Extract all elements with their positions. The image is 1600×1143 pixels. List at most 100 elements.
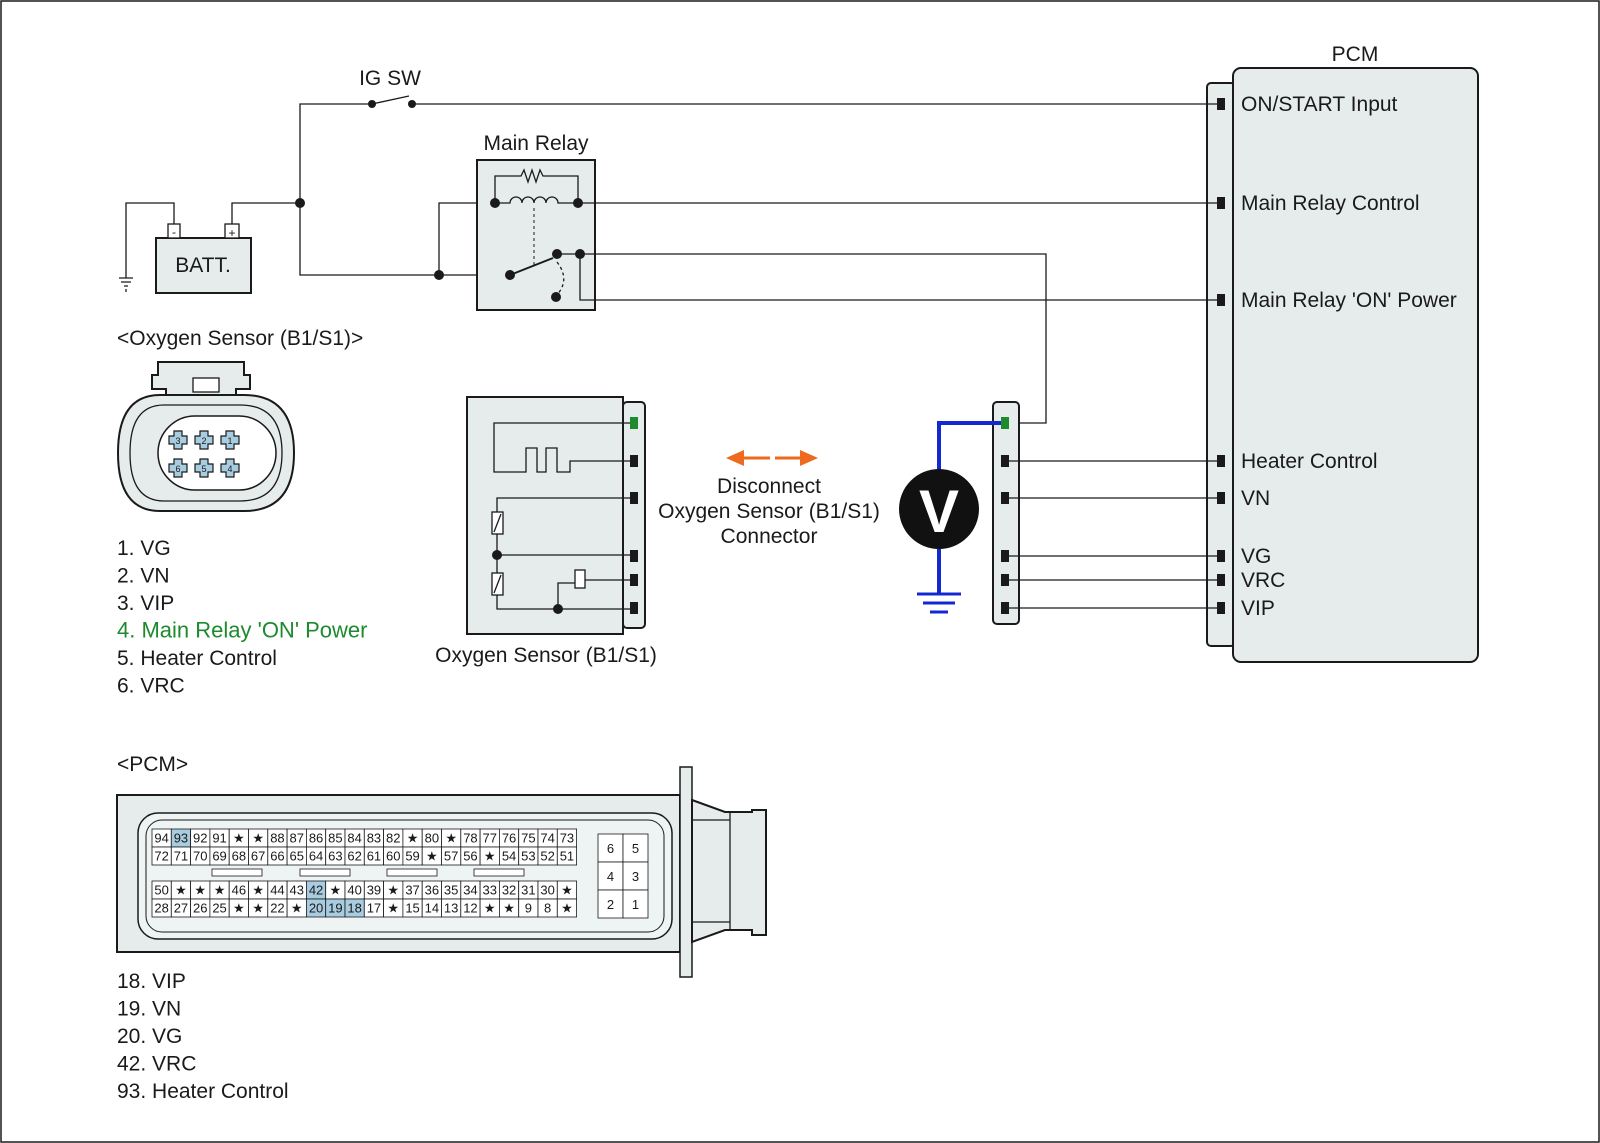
wire-sensor-power bbox=[580, 253, 1047, 424]
pcm-pin-number: 25 bbox=[212, 901, 226, 916]
pcm-key-slot bbox=[211, 868, 263, 877]
oxygen-pin-legend-item: 3. VIP bbox=[117, 592, 174, 615]
pcm-pin-number: ★ bbox=[252, 901, 264, 916]
oxygen-sensor-pin bbox=[630, 574, 638, 586]
pcm-pin-number: 33 bbox=[483, 883, 497, 898]
oxygen-pin-legend-item: 5. Heater Control bbox=[117, 647, 277, 670]
arrow-left-head bbox=[726, 450, 744, 466]
arrow-right-head bbox=[800, 450, 818, 466]
voltmeter-symbol: V bbox=[919, 478, 959, 545]
pcm-pin-number: 88 bbox=[270, 831, 284, 846]
pcm-pin-number: 12 bbox=[463, 901, 477, 916]
pcm-pin-legend-item: 18. VIP bbox=[117, 970, 186, 993]
disconnect-line-1: Disconnect bbox=[717, 475, 821, 498]
pcm-pin-number: 53 bbox=[521, 849, 535, 864]
pcm-pin-number: 64 bbox=[309, 849, 323, 864]
pcm-pin-number: 67 bbox=[251, 849, 265, 864]
oxygen-pin-legend-item: 1. VG bbox=[117, 537, 171, 560]
pcm-pin-number: 66 bbox=[270, 849, 284, 864]
pcm-pin-number: 78 bbox=[463, 831, 477, 846]
pcm-pin-cell bbox=[556, 846, 577, 866]
harness-pin bbox=[1001, 550, 1009, 562]
pcm-pin-number: 22 bbox=[270, 901, 284, 916]
battery-label: BATT. bbox=[175, 254, 231, 277]
oxygen-pin-legend-item: 4. Main Relay 'ON' Power bbox=[117, 618, 368, 643]
connector-pin bbox=[168, 430, 188, 450]
pcm-pin-number: 56 bbox=[463, 849, 477, 864]
pcm-pin-legend-item: 42. VRC bbox=[117, 1053, 196, 1076]
pcm-pin-number: 91 bbox=[212, 831, 226, 846]
oxygen-sensor-pin bbox=[630, 417, 638, 429]
pcm-pin-number: ★ bbox=[330, 883, 342, 898]
pcm-pin-number: 86 bbox=[309, 831, 323, 846]
connector-pin bbox=[220, 458, 240, 478]
pcm-pin-number: 63 bbox=[328, 849, 342, 864]
voltmeter-positive-lead bbox=[937, 421, 1001, 470]
pcm-pin-number: ★ bbox=[503, 901, 515, 916]
battery-negative-sign: - bbox=[172, 225, 176, 239]
connector-pin bbox=[220, 430, 240, 450]
pcm-connector-lock-detail bbox=[692, 812, 731, 930]
connector-pin-number: 6 bbox=[175, 464, 180, 474]
oxygen-pin-legend-item: 6. VRC bbox=[117, 675, 185, 698]
pcm-power-pin-cell bbox=[622, 861, 649, 891]
pcm-pin-number: 34 bbox=[463, 883, 477, 898]
harness-pin bbox=[1001, 455, 1009, 467]
pcm-power-pin-number: 6 bbox=[607, 841, 614, 856]
pcm-pin-number: 68 bbox=[232, 849, 246, 864]
pcm-pin-label: Main Relay 'ON' Power bbox=[1241, 289, 1457, 312]
connector-pin-cavity bbox=[157, 415, 277, 491]
pcm-pin-number: 9 bbox=[525, 901, 532, 916]
pcm-power-pin-number: 3 bbox=[632, 869, 639, 884]
pcm-pin-number: ★ bbox=[252, 831, 264, 846]
pcm-pin-number: 51 bbox=[560, 849, 574, 864]
pcm-key-slot bbox=[386, 868, 438, 877]
pcm-pin-number: ★ bbox=[561, 883, 573, 898]
pcm-pin-number: ★ bbox=[387, 883, 399, 898]
pcm-pin-number: 76 bbox=[502, 831, 516, 846]
pcm-pin-number: 27 bbox=[174, 901, 188, 916]
disconnect-line-3: Connector bbox=[721, 525, 818, 548]
pcm-pin-number: ★ bbox=[561, 901, 573, 916]
disconnect-line-2: Oxygen Sensor (B1/S1) bbox=[658, 500, 880, 523]
pcm-pin-number: 15 bbox=[405, 901, 419, 916]
connector-pin-number: 4 bbox=[227, 464, 232, 474]
main-relay-box bbox=[476, 159, 596, 311]
pcm-power-pin-number: 4 bbox=[607, 869, 614, 884]
pcm-pin-number: 84 bbox=[347, 831, 361, 846]
pcm-power-pin-number: 1 bbox=[632, 897, 639, 912]
pcm-pin-number: 44 bbox=[270, 883, 284, 898]
pcm-pin-number: 65 bbox=[290, 849, 304, 864]
pcm-connector-rim bbox=[145, 819, 665, 933]
pcm-pin-number: 87 bbox=[290, 831, 304, 846]
sensor-cell-mark bbox=[493, 574, 502, 594]
pcm-pin-number: 69 bbox=[212, 849, 226, 864]
harness-pin bbox=[1001, 492, 1009, 504]
connector-pin-number: 5 bbox=[201, 464, 206, 474]
pcm-pin-number: 36 bbox=[425, 883, 439, 898]
pcm-pin-number: ★ bbox=[252, 883, 264, 898]
ig-switch-blade bbox=[371, 95, 410, 105]
connector-latch-tab bbox=[192, 377, 220, 393]
pcm-power-pin-cell bbox=[597, 833, 624, 863]
pcm-pin-number: ★ bbox=[233, 831, 245, 846]
wire-main-relay-on-power bbox=[579, 254, 1221, 301]
relay-coil-resistor bbox=[494, 167, 579, 203]
pcm-pin-number: 14 bbox=[425, 901, 439, 916]
harness-pin bbox=[1001, 574, 1009, 586]
oxygen-sensor-connector-strip bbox=[622, 401, 646, 629]
pcm-pin-legend-item: 20. VG bbox=[117, 1025, 182, 1048]
pcm-pin-label: Main Relay Control bbox=[1241, 192, 1420, 215]
pcm-pin-number: 8 bbox=[544, 901, 551, 916]
connector-inner-rim bbox=[129, 404, 283, 502]
oxygen-sensor-caption: Oxygen Sensor (B1/S1) bbox=[435, 644, 657, 667]
voltmeter-body bbox=[899, 469, 979, 549]
pcm-pin-number: 83 bbox=[367, 831, 381, 846]
pcm-pin-number: 75 bbox=[521, 831, 535, 846]
pcm-pin-number: 50 bbox=[154, 883, 168, 898]
